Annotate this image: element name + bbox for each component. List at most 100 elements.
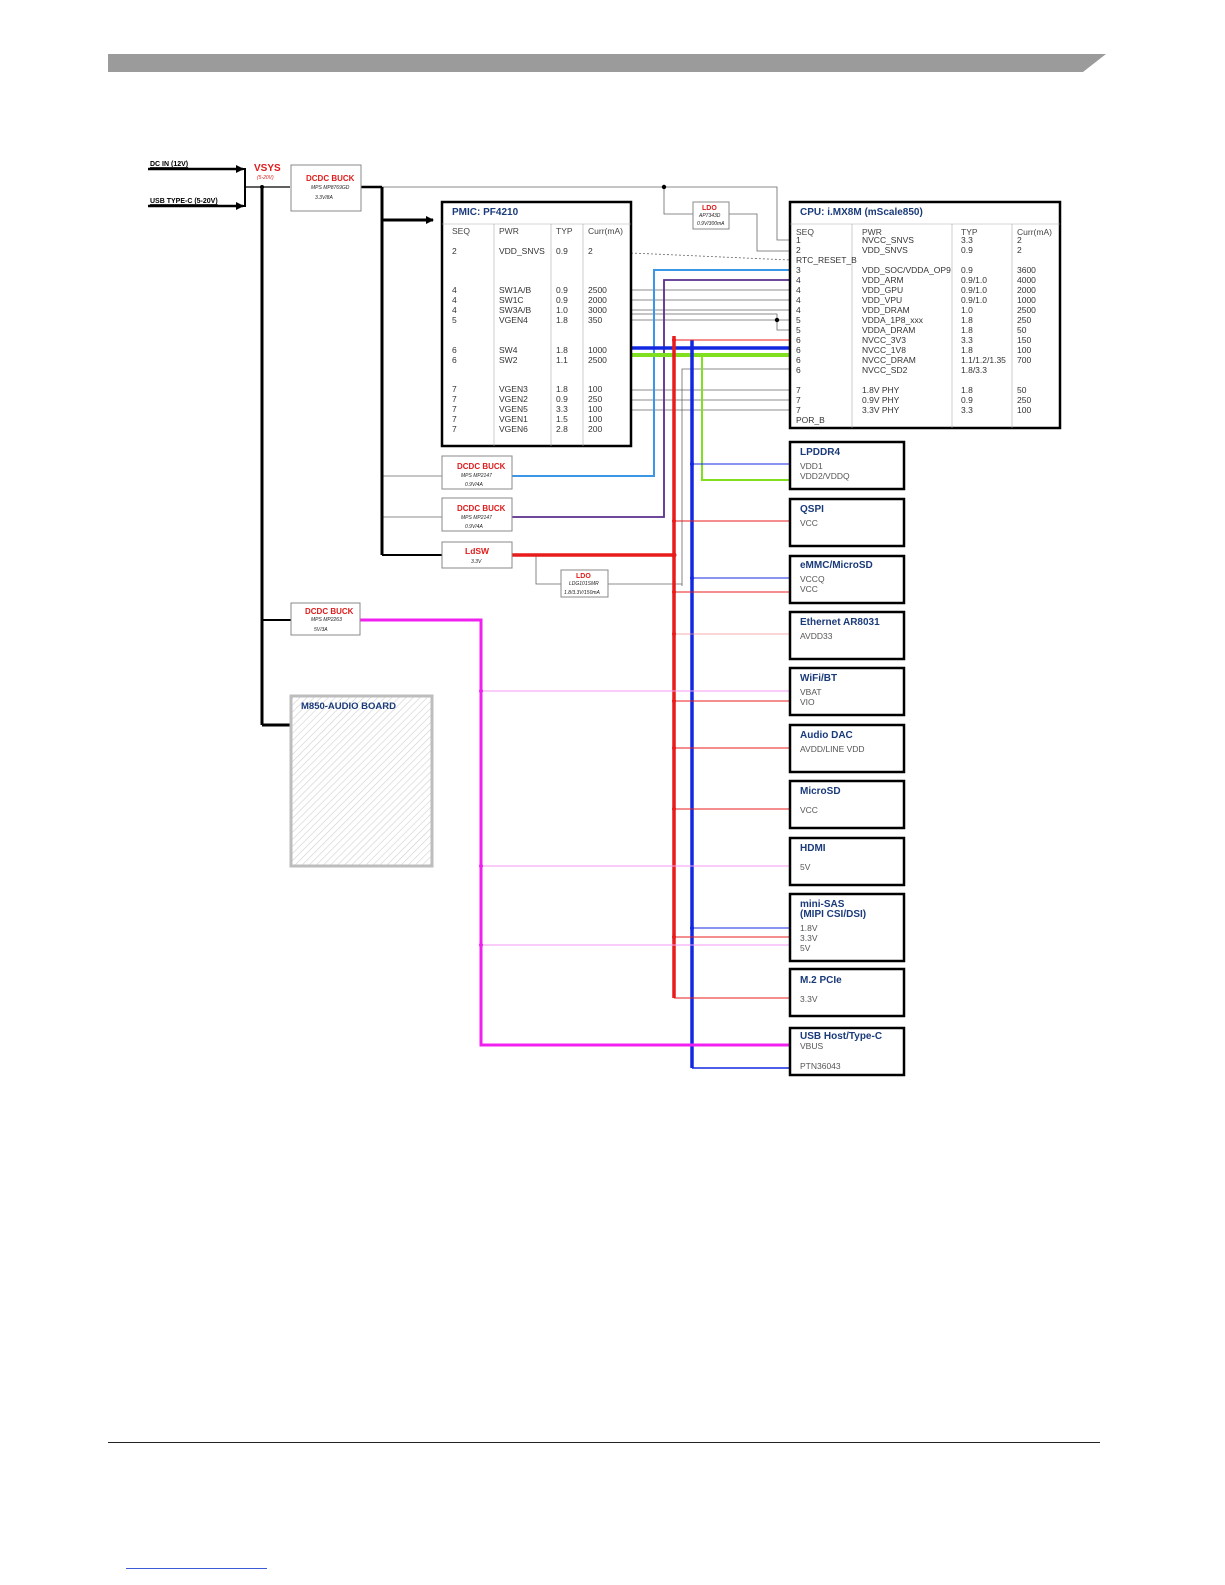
cpu-cell: POR_B (796, 415, 825, 425)
buck-5v-rating: 5V/3A (314, 627, 328, 633)
peripheral-pin: AVDD/LINE VDD (800, 744, 865, 754)
buck-09b-part: MPS MP2147 (461, 515, 492, 521)
cpu-cell: VDD_DRAM (862, 305, 910, 315)
cpu-cell: 0.9 (961, 245, 973, 255)
cpu-cell: 4 (796, 305, 801, 315)
cpu-col-typ: TYP (961, 227, 978, 237)
cpu-cell: 7 (796, 385, 801, 395)
cpu-cell: 5 (796, 315, 801, 325)
cpu-col-pwr: PWR (862, 227, 882, 237)
cpu-col-seq: SEQ (796, 227, 814, 237)
pmic-cell: 1.0 (556, 305, 568, 315)
cpu-cell: 2 (1017, 235, 1022, 245)
cpu-cell: 4 (796, 285, 801, 295)
pmic-cell: VDD_SNVS (499, 246, 545, 256)
pmic-cell: 7 (452, 414, 457, 424)
cpu-cell: 0.9/1.0 (961, 275, 987, 285)
ldo-top: LDO AP7343D 0.9V/300mA (692, 201, 730, 230)
ldo-low: LDO LDG101SMR 1.8/3.3V/150mA (560, 569, 609, 598)
page-header-bar (108, 54, 1106, 72)
cpu-cell: 0.9/1.0 (961, 295, 987, 305)
peripheral-title: Ethernet AR8031 (800, 617, 880, 628)
pmic-cell: 1.8 (556, 384, 568, 394)
buck-09b-title: DCDC BUCK (457, 504, 506, 513)
pmic-cell: 100 (588, 404, 602, 414)
cpu-cell: 6 (796, 355, 801, 365)
pmic-cell: 2 (452, 246, 457, 256)
pmic-cell: VGEN5 (499, 404, 528, 414)
cpu-cell: NVCC_3V3 (862, 335, 906, 345)
pmic-cell: VGEN2 (499, 394, 528, 404)
footer-link-underline (126, 1568, 267, 1569)
cpu-cell: 4 (796, 295, 801, 305)
peripheral-pin: VDD1 (800, 461, 823, 471)
cpu-cell: 50 (1017, 385, 1027, 395)
cpu-cell: 4 (796, 275, 801, 285)
lightblue-rail (512, 269, 790, 477)
pmic-cell: 5 (452, 315, 457, 325)
pmic-cell: 4 (452, 295, 457, 305)
cpu-cell: 6 (796, 345, 801, 355)
cpu-cell: 2 (1017, 245, 1022, 255)
pmic-cell: 7 (452, 404, 457, 414)
peripheral-pin: PTN36043 (800, 1061, 841, 1071)
pmic-cell: 0.9 (556, 394, 568, 404)
cpu-cell: 0.9 (961, 265, 973, 275)
cpu-cell: NVCC_SD2 (862, 365, 908, 375)
buck-09a-title: DCDC BUCK (457, 462, 506, 471)
pmic-cell: 1000 (588, 345, 607, 355)
peripheral-pin: VCC (800, 584, 818, 594)
pmic-cell: 4 (452, 305, 457, 315)
ldo-top-part: AP7343D (698, 213, 721, 219)
cpu-cell: 2500 (1017, 305, 1036, 315)
cpu-cell: 1.8 (961, 345, 973, 355)
footer-rule (108, 1442, 1100, 1443)
pmic-cell: 0.9 (556, 246, 568, 256)
peripheral-pin: VDD2/VDDQ (800, 471, 850, 481)
cpu-cell: NVCC_1V8 (862, 345, 906, 355)
peripheral-title: USB Host/Type-C (800, 1031, 882, 1042)
pmic-cell: 1.1 (556, 355, 568, 365)
cpu-cell: VDD_ARM (862, 275, 904, 285)
thin-signal-lines (333, 186, 791, 586)
cpu-cell: 250 (1017, 395, 1031, 405)
cpu-cell: 1000 (1017, 295, 1036, 305)
cpu-cell: 100 (1017, 405, 1031, 415)
ldo-low-title: LDO (576, 573, 591, 580)
cpu-cell: VDD_VPU (862, 295, 902, 305)
peripheral-title: M.2 PCIe (800, 975, 842, 986)
pmic-cell: VGEN4 (499, 315, 528, 325)
cpu-cell: 3.3 (961, 335, 973, 345)
ldo-top-rating: 0.9V/300mA (697, 221, 725, 227)
ldsw-rating: 3.3V (471, 559, 482, 565)
cpu-cell: 1.1/1.2/1.35 (961, 355, 1006, 365)
cpu-cell: 7 (796, 405, 801, 415)
pmic-cell: SW2 (499, 355, 518, 365)
cpu-cell: 50 (1017, 325, 1027, 335)
pmic-cell: VGEN1 (499, 414, 528, 424)
dcdc-buck-09a: DCDC BUCK MPS MP2147 0.9V/4A (441, 455, 513, 490)
pmic-cell: 0.9 (556, 295, 568, 305)
pmic-cell: 350 (588, 315, 602, 325)
cpu-cell: 1.8 (961, 325, 973, 335)
cpu-cell: VDD_SNVS (862, 245, 908, 255)
pmic-cell: 6 (452, 355, 457, 365)
ldo-top-title: LDO (702, 205, 717, 212)
load-switch: LdSW 3.3V (441, 541, 513, 569)
peripheral-pin: VBUS (800, 1041, 823, 1051)
peripheral-title: eMMC/MicroSD (800, 560, 873, 571)
cpu-cell: 0.9/1.0 (961, 285, 987, 295)
buck-5v-part: MPS MP2263 (311, 617, 342, 623)
buck-09a-rating: 0.9V/4A (465, 482, 483, 488)
cpu-cell: 1.8V PHY (862, 385, 900, 395)
pmic-cell: SW1A/B (499, 285, 531, 295)
cpu-cell: 2 (796, 245, 801, 255)
pmic-col-seq: SEQ (452, 226, 470, 236)
cpu-cell: 3.3 (961, 405, 973, 415)
buck-main-rating: 3.3V/8A (315, 195, 333, 201)
